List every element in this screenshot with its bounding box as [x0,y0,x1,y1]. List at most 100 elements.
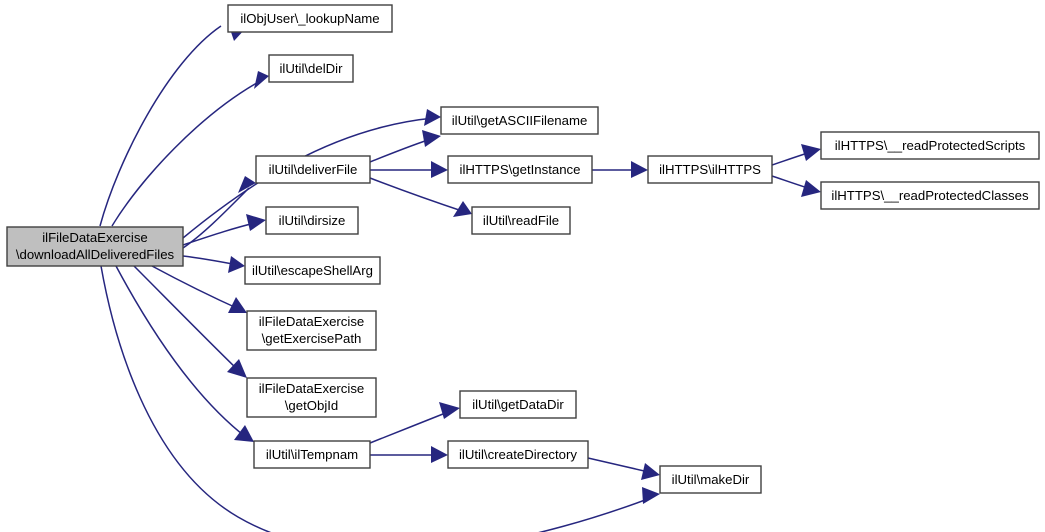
node-label: ilHTTPS\__readProtectedClasses [831,188,1029,203]
graph-node-lookupName[interactable]: ilObjUser\_lookupName [227,4,393,33]
node-box[interactable] [447,440,589,469]
node-label-line2: \getObjId [285,398,339,413]
edge-line [182,187,250,249]
call-edge-root-to-lookupName [99,23,246,227]
arrowhead-icon [228,256,245,273]
node-label: ilUtil\makeDir [672,472,750,487]
call-edge-root-to-escapeShellArg [182,255,245,273]
call-edge-root-to-delDir [111,71,269,227]
call-edge-getInstance-to-ilHTTPS [592,161,648,178]
arrowhead-icon [631,161,648,178]
call-edge-root-to-makeDir [100,265,660,532]
node-box[interactable] [820,131,1040,160]
node-box[interactable] [471,206,571,235]
graph-node-createDirectory[interactable]: ilUtil\createDirectory [447,440,589,469]
node-box[interactable] [227,4,393,33]
edge-line [99,25,222,227]
graph-node-dirsize[interactable]: ilUtil\dirsize [265,206,359,235]
graph-node-delDir[interactable]: ilUtil\delDir [268,54,354,83]
node-box[interactable] [659,465,762,494]
node-label: ilHTTPS\__readProtectedScripts [835,138,1026,153]
node-box[interactable] [820,181,1040,210]
node-box[interactable] [268,54,354,83]
arrowhead-icon [431,161,448,178]
edge-line [133,265,241,373]
call-edge-root-to-dirsize [182,214,266,246]
node-label: ilUtil\delDir [279,61,343,76]
call-edge-ilTempnam-to-createDirectory [370,446,448,463]
node-label-line1: ilFileDataExercise [42,230,148,245]
arrowhead-icon [641,463,660,480]
call-edge-deliverFile-to-getASCIIFilename [369,130,441,163]
node-box[interactable] [246,310,377,351]
graph-node-getASCIIFilename[interactable]: ilUtil\getASCIIFilename [440,106,599,135]
arrowhead-icon [234,425,254,442]
arrowhead-icon [228,297,247,313]
call-edge-ilTempnam-to-getDataDir [369,402,460,444]
node-label: ilObjUser\_lookupName [240,11,379,26]
arrowhead-icon [246,214,266,231]
graph-node-getObjId[interactable]: ilFileDataExercise \getObjId [246,377,377,418]
node-label-line1: ilFileDataExercise [259,381,365,396]
node-box[interactable] [6,226,184,267]
edge-line [369,177,466,213]
node-box[interactable] [647,155,773,184]
arrowhead-icon [227,359,247,378]
graph-node-root[interactable]: ilFileDataExercise \downloadAllDeliveredF… [6,226,184,267]
call-edge-ilHTTPS-to-readProtectedClasses [771,175,821,197]
arrowhead-icon [642,487,660,504]
node-label-line1: ilFileDataExercise [259,314,365,329]
arrowhead-icon [439,402,460,419]
node-box[interactable] [253,440,371,469]
call-edge-ilHTTPS-to-readProtectedScripts [771,144,821,166]
edge-line [369,409,454,444]
node-label: ilUtil\getASCIIFilename [452,113,588,128]
node-box[interactable] [447,155,593,184]
arrowhead-icon [431,446,448,463]
node-label: ilUtil\getDataDir [472,397,564,412]
node-box[interactable] [459,390,577,419]
graph-node-getDataDir[interactable]: ilUtil\getDataDir [459,390,577,419]
graph-node-ilTempnam[interactable]: ilUtil\ilTempnam [253,440,371,469]
node-label-line2: \getExercisePath [262,331,362,346]
call-edge-root-to-ilTempnam [115,265,254,442]
graph-node-getExercisePath[interactable]: ilFileDataExercise \getExercisePath [246,310,377,351]
node-box[interactable] [246,377,377,418]
call-edge-root-to-getObjId [133,265,247,378]
graph-node-readProtectedScripts[interactable]: ilHTTPS\__readProtectedScripts [820,131,1040,160]
arrowhead-icon [453,201,472,217]
call-edge-root-to-getExercisePath [151,265,247,313]
node-label: ilHTTPS\ilHTTPS [659,162,761,177]
arrowhead-icon [801,144,821,161]
arrowhead-icon [801,180,821,197]
call-edge-deliverFile-to-getInstance [370,161,448,178]
call-edge-root-to-deliverFile [182,176,256,249]
edge-line [100,265,654,532]
graph-node-deliverFile[interactable]: ilUtil\deliverFile [255,155,371,184]
node-box[interactable] [244,256,381,285]
call-edge-deliverFile-to-readFile [369,177,472,217]
graph-node-getInstance[interactable]: ilHTTPS\getInstance [447,155,593,184]
node-box[interactable] [255,155,371,184]
arrowhead-icon [422,130,441,147]
node-label: ilUtil\createDirectory [459,447,577,462]
edge-line [111,79,263,227]
graph-node-readProtectedClasses[interactable]: ilHTTPS\__readProtectedClasses [820,181,1040,210]
node-label-line2: \downloadAllDeliveredFiles [16,247,175,262]
graph-node-makeDir[interactable]: ilUtil\makeDir [659,465,762,494]
node-label: ilUtil\dirsize [279,213,346,228]
node-label: ilHTTPS\getInstance [460,162,581,177]
node-label: ilUtil\ilTempnam [266,447,358,462]
node-box[interactable] [440,106,599,135]
graph-node-escapeShellArg[interactable]: ilUtil\escapeShellArg [244,256,381,285]
graph-node-readFile[interactable]: ilUtil\readFile [471,206,571,235]
edge-line [182,221,260,246]
node-box[interactable] [265,206,359,235]
arrowhead-icon [238,176,256,193]
arrowhead-icon [424,109,441,126]
graph-node-ilHTTPS[interactable]: ilHTTPS\ilHTTPS [647,155,773,184]
node-label: ilUtil\deliverFile [269,162,358,177]
call-edge-createDirectory-to-makeDir [587,457,660,480]
